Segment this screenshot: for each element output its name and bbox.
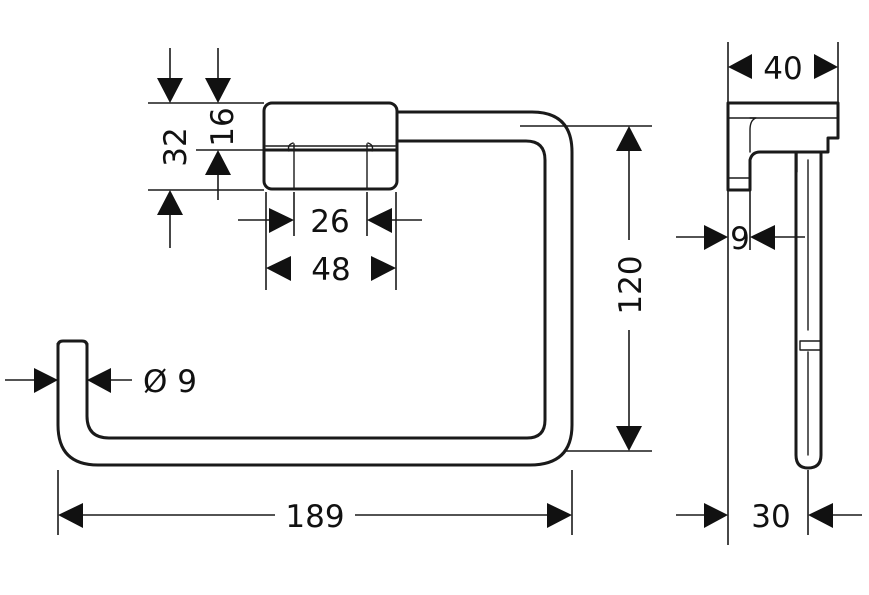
dimension-label-189: 189: [285, 499, 344, 535]
mount-screw-hole-left: [287, 142, 294, 152]
dimension-mount-width: 48: [266, 252, 396, 288]
arrow-left: [58, 503, 83, 528]
dimension-label-48: 48: [311, 252, 350, 288]
side-ring-end-rect: [799, 340, 822, 351]
arrow-left: [808, 503, 833, 528]
dimension-label-120: 120: [613, 255, 649, 314]
arrow-right: [814, 54, 838, 79]
dimension-ring-depth: 30: [676, 470, 862, 535]
dimension-mount-lip: 16: [205, 48, 241, 200]
dimension-bar-diameter: Ø 9: [5, 364, 197, 400]
arrow-right: [371, 256, 396, 281]
dimension-label-40: 40: [763, 51, 802, 87]
towel-ring-inner-outline: [85, 139, 547, 440]
arrow-left: [750, 225, 775, 250]
arrow-right: [34, 368, 58, 393]
arrow-right: [704, 225, 728, 250]
arrow-left: [728, 54, 752, 79]
towel-ring-end-cap: [56, 339, 89, 350]
dimension-ring-height: 120: [520, 125, 652, 452]
side-ring-outline: [794, 150, 823, 470]
arrow-left: [367, 208, 392, 233]
side-mount-outline: [726, 101, 840, 192]
arrow-up: [205, 150, 231, 175]
arrow-up: [616, 126, 642, 151]
arrow-up: [157, 190, 183, 215]
front-view: [56, 101, 574, 467]
dimension-label-26: 26: [310, 204, 349, 240]
dimension-depth: 40: [727, 42, 839, 103]
dimension-mount-height: 32: [148, 48, 264, 248]
mount-screw-hole-right: [367, 142, 374, 152]
dimension-label-diameter: Ø 9: [143, 364, 197, 400]
dimension-label-32: 32: [158, 127, 194, 166]
arrow-left: [266, 256, 291, 281]
arrow-down: [616, 426, 642, 451]
dimension-label-9: 9: [730, 221, 750, 257]
dimension-mount-inner-width: 26: [238, 192, 422, 290]
arrow-right: [547, 503, 572, 528]
towel-ring-outer-outline: [56, 110, 574, 467]
side-mount-step: [749, 117, 757, 153]
arrow-right: [269, 208, 294, 233]
arrow-down: [205, 78, 231, 103]
dimension-overall-width: 189: [57, 470, 573, 535]
dimension-wall-gap: 9: [676, 190, 805, 545]
arrow-down: [157, 78, 183, 103]
arrow-left: [87, 368, 111, 393]
wall-mount-block: [262, 101, 399, 191]
dimension-label-30: 30: [751, 499, 790, 535]
side-view: [726, 101, 840, 470]
arrow-right: [704, 503, 728, 528]
dimension-label-16: 16: [205, 107, 241, 146]
